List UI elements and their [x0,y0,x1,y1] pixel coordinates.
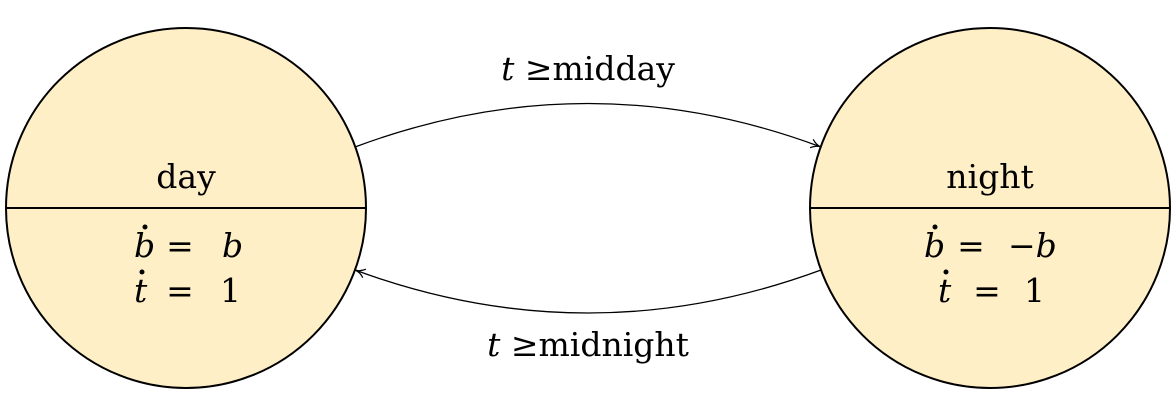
derivative-dot [139,269,145,275]
equals-sign: = [957,226,985,265]
equals-sign: = [166,226,194,265]
derivative-dot [142,224,148,230]
equals-sign: = [973,271,1001,310]
state-night: night b = −b t = 1 [809,27,1171,389]
state-day-name: day [156,157,216,196]
transition-night-to-day: t ≥midnight [354,268,822,364]
state-night-flow-b: b = −b [924,224,1057,265]
state-day-flow-b-rhs: b [222,226,243,265]
state-day: day b = b t = 1 [5,27,367,389]
state-night-flow-b-rhs: −b [1008,226,1057,265]
transition-arrow-bottom [354,268,822,314]
state-night-flow-t-rhs: 1 [1024,271,1045,310]
state-night-flow-t: t = 1 [938,269,1045,310]
guard-midnight: t ≥midnight [487,325,689,364]
guard-midday: t ≥midday [501,49,675,88]
state-day-flow-t-rhs: 1 [220,271,241,310]
state-night-name: night [946,157,1033,196]
derivative-dot [943,269,949,275]
state-day-flow-t-var: t [134,271,148,310]
derivative-dot [932,224,938,230]
state-day-flow-t: t = 1 [134,269,241,310]
state-day-flow-b-var: b [134,226,155,265]
state-night-flow-t-var: t [938,271,952,310]
state-night-flow-b-var: b [924,226,945,265]
state-day-flow-b: b = b [134,224,243,265]
transition-arrow-top [354,102,822,149]
equals-sign: = [166,271,194,310]
transition-day-to-night: t ≥midday [354,49,822,149]
